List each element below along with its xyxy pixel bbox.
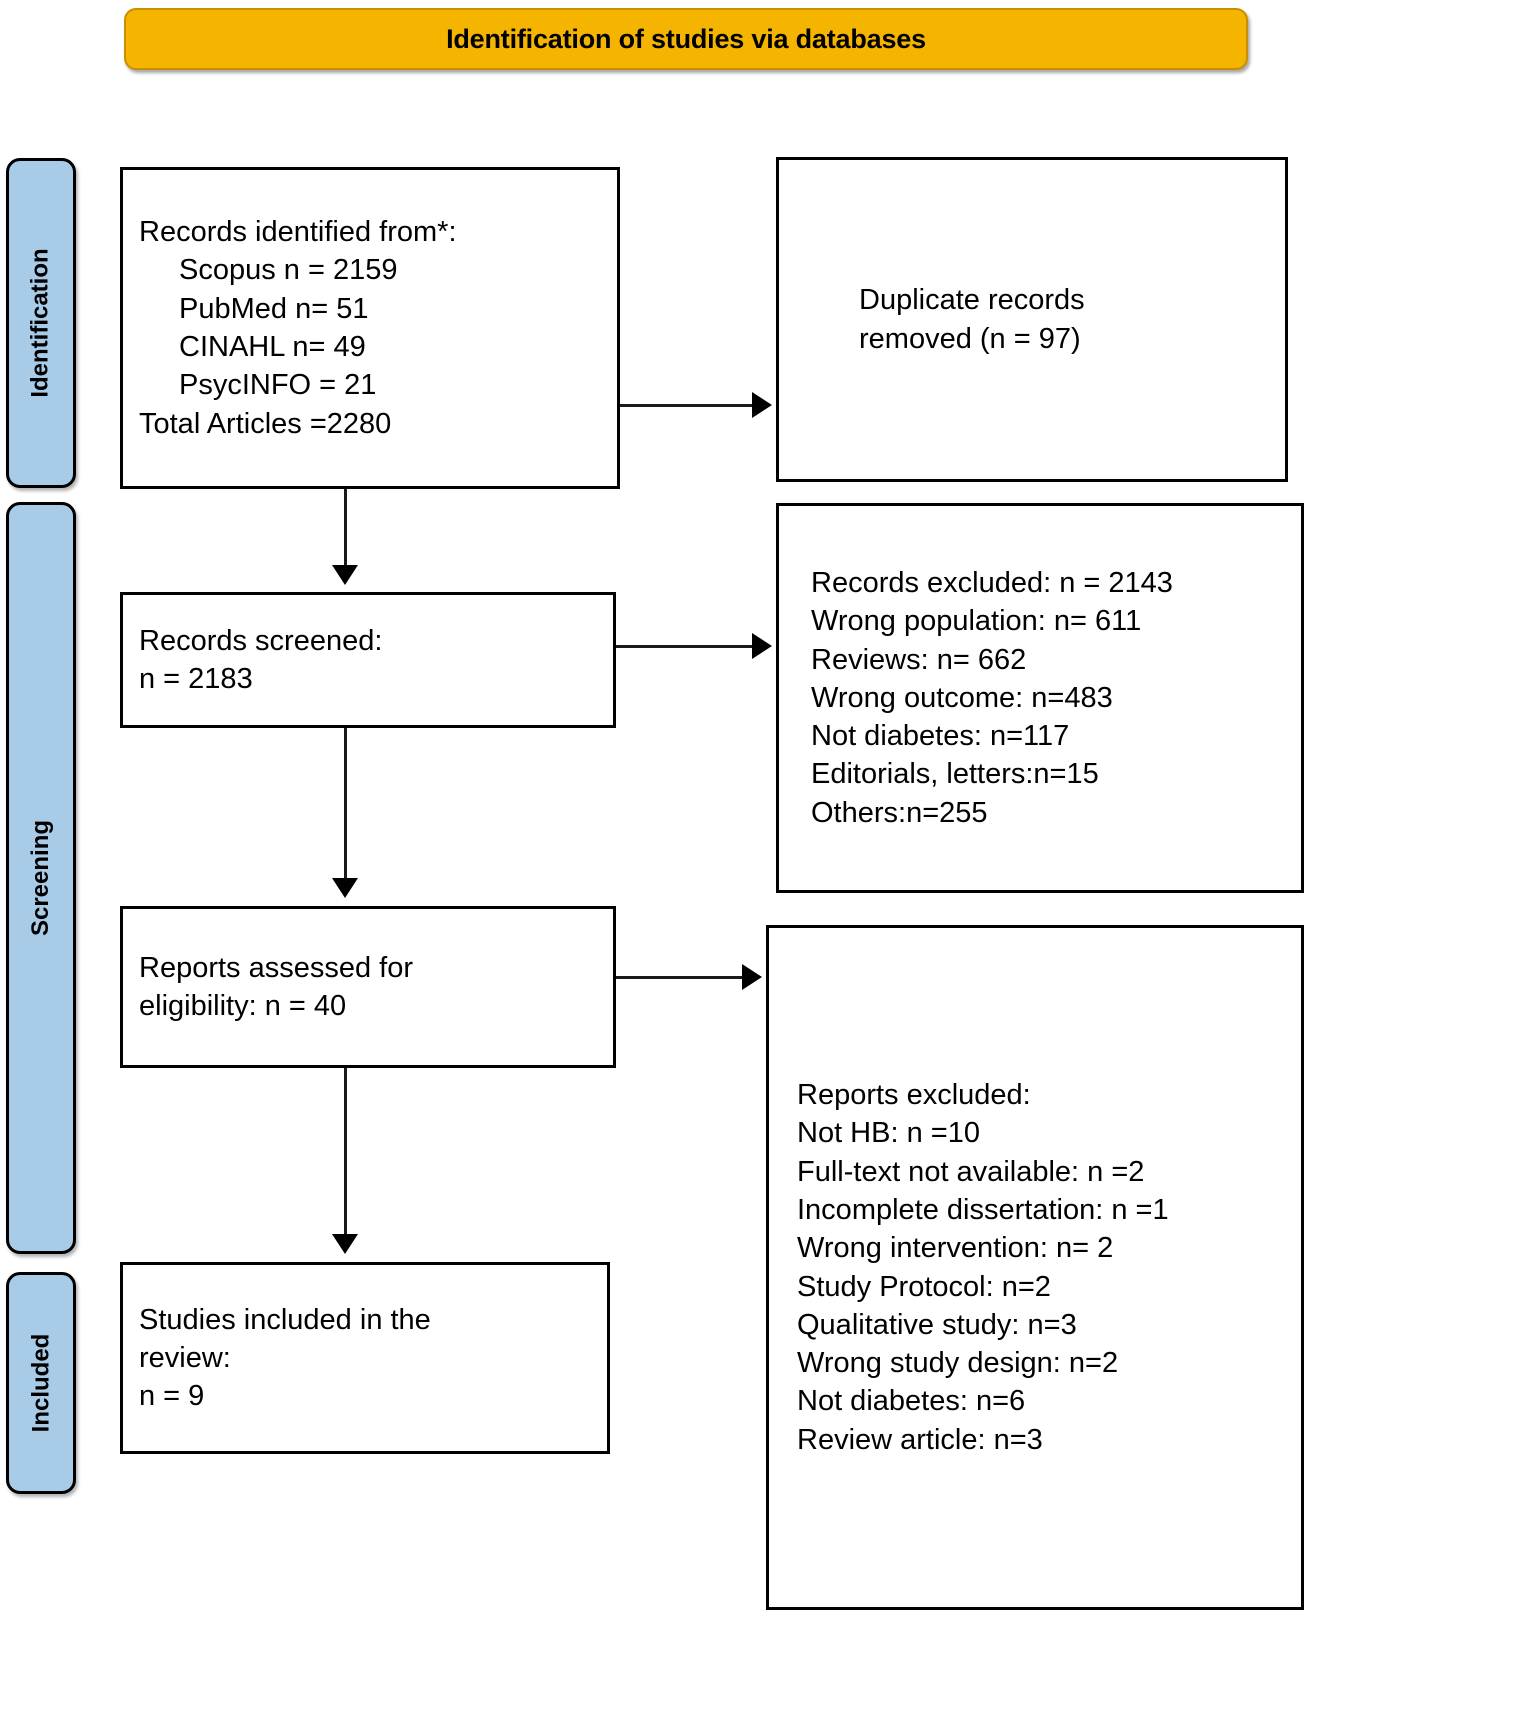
reports-assessed-line-1: Reports assessed for [139, 951, 414, 984]
records-excluded-line-6: Editorials, letters:n=15 [811, 758, 1099, 791]
reports-excluded-line-2: Not HB: n =10 [797, 1117, 980, 1150]
stage-rail-included: Included [6, 1272, 76, 1494]
studies-included-line-1: Studies included in the [139, 1303, 431, 1336]
records-identified-line-5: PsycINFO = 21 [179, 369, 377, 402]
arrow-right-icon-reports-excluded [742, 964, 762, 990]
connector-assessed-to-reports-excluded [616, 976, 744, 979]
records-excluded-line-7: Others:n=255 [811, 796, 988, 829]
records-excluded-line-5: Not diabetes: n=117 [811, 720, 1070, 753]
stage-rail-included-label: Included [27, 1333, 55, 1433]
connector-identified-to-duplicates [620, 404, 754, 407]
stage-rail-screening-label: Screening [27, 819, 55, 937]
reports-excluded-line-5: Wrong intervention: n= 2 [797, 1232, 1114, 1265]
reports-excluded-line-7: Qualitative study: n=3 [797, 1308, 1077, 1341]
connector-identified-to-screened [344, 489, 347, 567]
records-identified-line-6: Total Articles =2280 [139, 407, 392, 440]
reports-excluded-line-4: Incomplete dissertation: n =1 [797, 1193, 1169, 1226]
arrow-down-icon-screened [332, 565, 358, 585]
studies-included-line-3: n = 9 [139, 1380, 205, 1413]
studies-included-box: Studies included in the review: n = 9 [120, 1262, 610, 1454]
reports-assessed-line-2: eligibility: n = 40 [139, 990, 347, 1022]
arrow-right-icon-records-excluded [752, 633, 772, 659]
stage-rail-identification: Identification [6, 158, 76, 488]
reports-excluded-box: Reports excluded: Not HB: n =10 Full-tex… [766, 925, 1304, 1610]
arrow-right-icon-duplicates [752, 392, 772, 418]
records-identified-line-2: Scopus n = 2159 [179, 254, 398, 287]
banner-title: Identification of studies via databases [446, 23, 926, 54]
connector-screened-to-assessed [344, 728, 347, 880]
records-screened-box: Records screened: n = 2183 [120, 592, 616, 728]
records-identified-line-1: Records identified from*: [139, 216, 457, 249]
reports-excluded-line-10: Review article: n=3 [797, 1423, 1043, 1456]
studies-included-line-2: review: [139, 1341, 231, 1374]
reports-excluded-line-8: Wrong study design: n=2 [797, 1347, 1119, 1380]
records-excluded-box: Records excluded: n = 2143 Wrong populat… [776, 503, 1304, 893]
records-excluded-line-2: Wrong population: n= 611 [811, 605, 1142, 638]
stage-rail-identification-label: Identification [27, 248, 54, 398]
records-identified-line-3: PubMed n= 51 [179, 292, 369, 325]
records-excluded-line-4: Wrong outcome: n=483 [811, 681, 1113, 714]
arrow-down-icon-assessed [332, 878, 358, 898]
records-identified-line-4: CINAHL n= 49 [179, 331, 366, 363]
records-identified-box: Records identified from*: Scopus n = 215… [120, 167, 620, 489]
duplicate-records-line-2: removed (n = 97) [859, 322, 1081, 355]
duplicate-records-removed-box: Duplicate records removed (n = 97) [776, 157, 1288, 482]
reports-excluded-line-3: Full-text not available: n =2 [797, 1155, 1145, 1188]
connector-assessed-to-included [344, 1068, 347, 1236]
reports-excluded-line-1: Reports excluded: [797, 1079, 1031, 1112]
records-screened-line-2: n = 2183 [139, 663, 253, 695]
duplicate-records-line-1: Duplicate records [859, 284, 1085, 317]
records-excluded-line-3: Reviews: n= 662 [811, 643, 1027, 676]
records-screened-line-1: Records screened: [139, 624, 383, 657]
reports-assessed-box: Reports assessed for eligibility: n = 40 [120, 906, 616, 1068]
connector-screened-to-records-excluded [616, 645, 754, 648]
arrow-down-icon-included [332, 1234, 358, 1254]
reports-excluded-line-9: Not diabetes: n=6 [797, 1385, 1026, 1418]
stage-rail-screening: Screening [6, 502, 76, 1254]
records-excluded-line-1: Records excluded: n = 2143 [811, 567, 1173, 600]
reports-excluded-line-6: Study Protocol: n=2 [797, 1270, 1051, 1303]
header-banner: Identification of studies via databases [124, 8, 1248, 70]
